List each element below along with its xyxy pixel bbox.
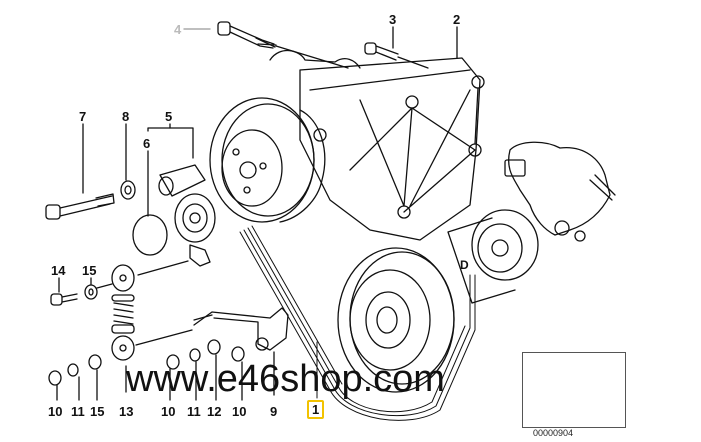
- callout-4[interactable]: 4: [174, 22, 182, 37]
- bolt-7-icon: [45, 123, 115, 220]
- bolt-3-icon: [364, 26, 429, 69]
- callout-11-b[interactable]: 11: [187, 404, 201, 419]
- callout-15-top[interactable]: 15: [82, 263, 97, 278]
- watermark-text: www.e46shop.com: [126, 358, 445, 400]
- bolt-14-icon: [50, 277, 78, 306]
- drive-belt-icon: [239, 225, 476, 421]
- idler-pulley-icon: [447, 209, 539, 304]
- dimension-label-d: D: [460, 258, 469, 272]
- callout-8[interactable]: 8: [122, 109, 130, 124]
- callout-12[interactable]: 12: [207, 404, 222, 419]
- compressor-pulley-icon: [209, 97, 327, 223]
- callout-13[interactable]: 13: [119, 404, 134, 419]
- callout-3[interactable]: 3: [389, 12, 397, 27]
- callout-10-b[interactable]: 10: [161, 404, 176, 419]
- tensioner-pulley-icon: [132, 164, 216, 267]
- bracket-9-icon: [193, 307, 289, 396]
- water-pump-icon: [504, 141, 616, 242]
- callout-6[interactable]: 6: [143, 136, 151, 151]
- washer-15-icon: [84, 277, 113, 300]
- car-locator-inset: [522, 352, 626, 428]
- callout-5[interactable]: 5: [165, 109, 173, 124]
- small-hardware-icon: [48, 339, 245, 401]
- crankshaft-pulley-icon: [337, 247, 455, 393]
- damper-strut-icon: [111, 260, 193, 393]
- callout-10-c[interactable]: 10: [232, 404, 247, 419]
- callout-15-bottom[interactable]: 15: [90, 404, 105, 419]
- callout-9[interactable]: 9: [270, 404, 278, 419]
- washer-8-icon: [120, 123, 136, 200]
- bolt-4-icon: [217, 21, 349, 69]
- diagram-code: 00000904: [533, 428, 574, 438]
- callout-1-selected[interactable]: 1: [307, 400, 325, 419]
- callout-2[interactable]: 2: [453, 12, 461, 27]
- callout-14[interactable]: 14: [51, 263, 66, 278]
- callout-10-a[interactable]: 10: [48, 404, 63, 419]
- callout-7[interactable]: 7: [79, 109, 87, 124]
- callout-11-a[interactable]: 11: [71, 404, 85, 419]
- bracket-2-icon: [269, 26, 485, 241]
